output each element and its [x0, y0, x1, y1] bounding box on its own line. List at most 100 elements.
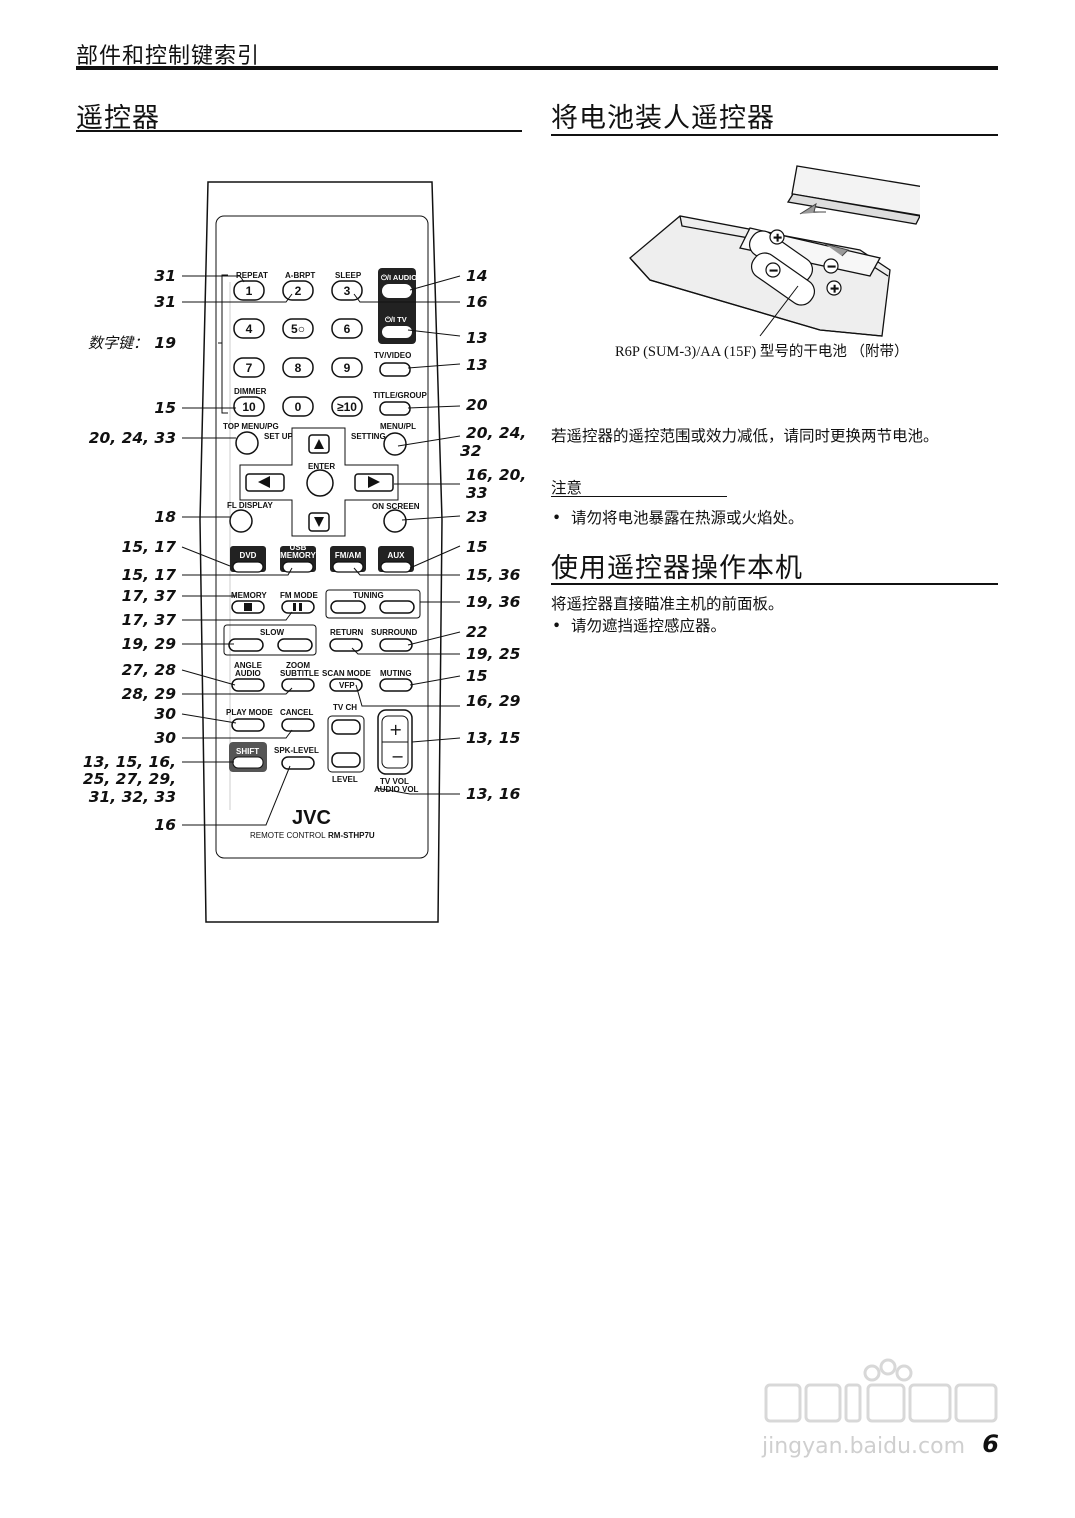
operate-bullet: • 请勿遮挡遥控感应器。: [552, 617, 727, 635]
callout-left-14: 30: [154, 705, 176, 723]
note-rule: [551, 496, 727, 497]
zoom-subtitle-button[interactable]: [281, 678, 315, 692]
callout-left-4: 15: [154, 399, 176, 417]
callout-right-17: 16, 29: [466, 692, 521, 710]
tv-power-button[interactable]: [382, 326, 412, 338]
stop-icon: [244, 603, 252, 611]
callout-left-7: 15, 17: [122, 538, 177, 556]
fl-display-button[interactable]: [229, 509, 253, 533]
callout-right-18: 13, 15: [466, 729, 520, 747]
number-3-label: 3: [344, 284, 351, 298]
aux-button[interactable]: [380, 561, 412, 573]
shift-label: SHIFT: [236, 747, 259, 756]
vfp-button[interactable]: [329, 678, 363, 692]
callout-left-10: 17, 37: [122, 611, 177, 629]
number-0-button[interactable]: [282, 396, 314, 417]
number-7-label: 7: [246, 361, 253, 375]
svg-text:+: +: [389, 720, 402, 739]
dvd-button[interactable]: [232, 561, 264, 573]
dimmer-label: DIMMER: [234, 387, 267, 396]
number-8-button[interactable]: [282, 357, 314, 378]
audio-label: AUDIO: [235, 669, 261, 678]
cancel-button[interactable]: [281, 718, 315, 732]
number-0-label: 0: [295, 400, 302, 414]
tv-power-label: ⏻/I TV: [385, 315, 407, 324]
page-header-title: 部件和控制键索引: [76, 44, 261, 69]
audio-power-button[interactable]: [382, 284, 412, 298]
tv-ch-up-button[interactable]: [331, 719, 361, 735]
top-menu-button[interactable]: [235, 431, 259, 455]
callout-left-12: 27, 28: [122, 661, 177, 679]
title-group-label: TITLE/GROUP: [373, 391, 427, 400]
vfp-label: VFP: [339, 681, 355, 690]
number-4-button[interactable]: [233, 318, 265, 339]
number-10-button[interactable]: [233, 396, 265, 417]
audio-power-label: ⏻/I AUDIO: [381, 273, 417, 282]
note-item-text: 请勿将电池暴露在热源或火焰处。: [571, 509, 804, 527]
next-button[interactable]: [379, 600, 415, 614]
slow-rewind-button[interactable]: [228, 638, 264, 652]
number-6-button[interactable]: [331, 318, 363, 339]
fl-display-label: FL DISPLAY: [227, 501, 273, 510]
callout-left-8: 15, 17: [122, 566, 177, 584]
number-10-label: 10: [242, 400, 256, 414]
shift-button[interactable]: [232, 756, 264, 769]
note-title: 注意: [551, 479, 583, 497]
angle-audio-button[interactable]: [231, 678, 265, 692]
aux-label: AUX: [388, 551, 406, 560]
spk-level-label: SPK-LEVEL: [274, 746, 319, 755]
callout-right-12: 15, 36: [466, 566, 521, 584]
right-arrow-icon: [368, 476, 380, 488]
on-screen-button[interactable]: [383, 509, 407, 533]
model-label: RM-STHP7U: [328, 831, 375, 840]
number-ge10-button[interactable]: [331, 396, 363, 417]
up-arrow-icon: [314, 439, 324, 449]
fm-am-button[interactable]: [332, 561, 364, 573]
number-ge10-label: ≥10: [337, 400, 357, 414]
scan-mode-label: SCAN MODE: [322, 669, 372, 678]
number-7-button[interactable]: [233, 357, 265, 378]
menu-pl-button[interactable]: [383, 432, 407, 456]
callout-left-13: 28, 29: [122, 685, 177, 703]
number-5-label: 5○: [291, 322, 305, 336]
pause-button[interactable]: [281, 600, 315, 614]
number-1-label: 1: [246, 284, 253, 298]
callout-right-6: 20, 24,: [466, 424, 526, 442]
spk-level-button[interactable]: [281, 756, 315, 770]
muting-button[interactable]: [379, 678, 413, 692]
pause-icon: [293, 603, 296, 611]
title-group-button[interactable]: [379, 401, 411, 416]
digit-keys-label: 数字键：: [88, 334, 148, 352]
battery-caption: R6P (SUM-3)/AA (15F) 型号的干电池 （附带）: [615, 344, 909, 360]
tv-video-button[interactable]: [379, 362, 411, 377]
top-menu-label: TOP MENU/PG: [223, 422, 279, 431]
surround-label: SURROUND: [371, 628, 417, 637]
enter-button[interactable]: [306, 469, 334, 497]
return-button[interactable]: [329, 638, 363, 652]
subtitle-label: SUBTITLE: [280, 669, 320, 678]
prev-button[interactable]: [330, 600, 366, 614]
callout-right-3: 13: [466, 329, 488, 347]
number-9-button[interactable]: [331, 357, 363, 378]
number-2-label: 2: [295, 284, 302, 298]
svg-text:−: −: [391, 747, 404, 766]
fm-mode-label: FM MODE: [280, 591, 318, 600]
callout-left-18: 31, 32, 33: [89, 788, 176, 806]
sleep-label: SLEEP: [335, 271, 362, 280]
usb-memory-button[interactable]: [282, 561, 314, 573]
number-5-button[interactable]: [282, 318, 314, 339]
return-label: RETURN: [330, 628, 364, 637]
callout-left-6: 18: [154, 508, 176, 526]
angle-label: ANGLE: [234, 661, 263, 670]
audio-vol-label: AUDIO VOL: [374, 785, 419, 794]
enter-label: ENTER: [308, 462, 335, 471]
surround-button[interactable]: [379, 638, 413, 652]
play-mode-button[interactable]: [231, 718, 265, 732]
callout-right-14: 22: [466, 623, 488, 641]
tv-vol-label: TV VOL: [380, 777, 409, 786]
level-down-button[interactable]: [331, 752, 361, 768]
operate-text: 将遥控器直接瞄准主机的前面板。: [551, 595, 784, 613]
slow-forward-button[interactable]: [277, 638, 313, 652]
number-1-button[interactable]: [233, 280, 265, 301]
operate-section-rule: [551, 583, 998, 585]
